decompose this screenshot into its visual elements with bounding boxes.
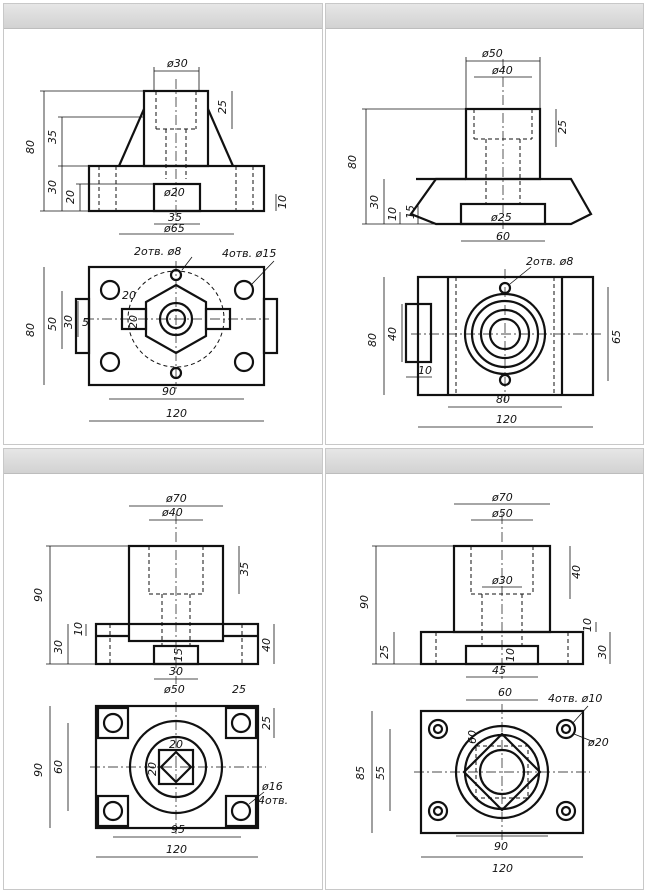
label-w-slot: 60	[496, 230, 510, 243]
label-t-flange: 10	[72, 622, 85, 636]
label-plan-holes: 4отв. ø10	[548, 692, 602, 705]
label-d-outer: ø50	[481, 47, 503, 60]
label-h-slot: 10	[504, 648, 517, 662]
label-d-hole: ø20	[163, 186, 185, 199]
panel-2: ø50 ø40 80 25 30 10 15 ø25 60	[325, 3, 644, 445]
label-plan-w-inner: 90	[494, 840, 508, 853]
label-plan-h-total: 85	[354, 766, 367, 780]
label-d-hole: ø25	[490, 211, 512, 224]
label-plan-h-total: 90	[32, 763, 45, 777]
drawing-2: ø50 ø40 80 25 30 10 15 ø25 60	[346, 47, 623, 428]
label-h-step: 20	[64, 190, 77, 204]
front-view-3: ø70 ø40 90 35 10 30 40 15 30 ø50 25	[32, 492, 275, 696]
label-h-step: 15	[404, 205, 417, 219]
label-h-right: 40	[260, 638, 273, 652]
label-plan-w-inner: 80	[496, 393, 510, 406]
label-t-base: 10	[276, 195, 289, 209]
label-plan-h-total: 80	[366, 333, 379, 347]
label-h-slot: 15	[172, 648, 185, 662]
label-plan-w-hole: 20	[127, 315, 140, 329]
plan-view-3: 90 60 25 20 20 ø16 4отв. 95 120	[32, 702, 288, 858]
panel-1-header	[4, 4, 322, 29]
label-plan-h-total: 80	[24, 323, 37, 337]
front-view-1: ø30 80 35 25 30 20 ø20 35 ø65 10	[24, 57, 289, 235]
label-holes-small: 2отв. ø8	[526, 255, 573, 268]
drawing-3: ø70 ø40 90 35 10 30 40 15 30 ø50 25	[32, 492, 288, 858]
label-plan-w-top: 60	[498, 686, 512, 699]
label-h-upper: 35	[46, 130, 59, 144]
label-plan-w-small: 5	[82, 316, 89, 329]
label-d-inner: ø40	[491, 64, 513, 77]
label-h-total: 80	[346, 155, 359, 169]
label-d-top: ø30	[166, 57, 188, 70]
label-plan-h-right: 65	[610, 330, 623, 344]
label-plan-h-tab: 40	[386, 327, 399, 341]
label-h-boss: 40	[570, 565, 583, 579]
label-h-boss: 25	[216, 100, 229, 114]
label-t-base: 10	[386, 207, 399, 221]
label-plan-d-ring: ø20	[587, 736, 609, 749]
plan-view-2: 2отв. ø8 40 80 65 10 80 120	[366, 255, 623, 428]
label-plan-w-total: 120	[166, 843, 187, 856]
label-d-base: ø65	[163, 222, 185, 235]
label-h-base: 30	[46, 180, 59, 194]
label-plan-w-small: 10	[418, 364, 432, 377]
label-t-right: 10	[581, 618, 594, 632]
label-d-inner: ø40	[161, 506, 183, 519]
label-h-boss: 35	[238, 562, 251, 576]
label-plan-h-sq: 20	[146, 762, 159, 776]
label-holes-large: 4отв. ø15	[222, 247, 276, 260]
panel-3-header	[4, 449, 322, 474]
label-d-outer: ø70	[165, 492, 187, 505]
label-holes-small: 2отв. ø8	[134, 245, 181, 258]
drawing-1: ø30 80 35 25 30 20 ø20 35 ø65 10	[24, 57, 289, 422]
label-plan-h-mid: 50	[46, 317, 59, 331]
panel-4: ø70 ø50 ø30 90 40 10 25 30 10 45	[325, 448, 644, 890]
label-d-ring: ø50	[163, 683, 185, 696]
front-view-4: ø70 ø50 ø30 90 40 10 25 30 10 45	[358, 491, 611, 679]
label-plan-holes-count: 4отв.	[258, 794, 288, 807]
label-h-total: 90	[358, 595, 371, 609]
front-view-2: ø50 ø40 80 25 30 10 15 ø25 60	[346, 47, 593, 243]
label-plan-w-total: 120	[166, 407, 187, 420]
label-plan-h-slot: 30	[62, 315, 75, 329]
label-w-corner: 25	[232, 683, 246, 696]
label-plan-w-total: 120	[492, 862, 513, 875]
label-plan-w-tab: 20	[122, 289, 136, 302]
label-w-slot: 30	[169, 665, 183, 678]
label-w-slot: 45	[492, 664, 506, 677]
label-plan-h-mid: 60	[52, 760, 65, 774]
plan-view-4: 60 4отв. ø10 60 ø20 85 55 90 120	[354, 686, 609, 875]
plan-view-1: 2отв. ø8 4отв. ø15 80 50 30 5 20 20 90 1…	[24, 245, 279, 422]
label-h-boss: 25	[556, 120, 569, 134]
drawing-4: ø70 ø50 ø30 90 40 10 25 30 10 45	[354, 491, 611, 875]
label-h-base: 30	[368, 195, 381, 209]
panel-3: ø70 ø40 90 35 10 30 40 15 30 ø50 25	[3, 448, 323, 890]
label-plan-h-corner: 25	[260, 716, 273, 730]
label-d-bore: ø30	[491, 574, 513, 587]
label-h-total: 90	[32, 588, 45, 602]
label-h-total: 80	[24, 140, 37, 154]
label-d-inner: ø50	[491, 507, 513, 520]
label-h-base: 30	[52, 640, 65, 654]
panel-4-header	[326, 449, 643, 474]
panel-2-header	[326, 4, 643, 29]
label-plan-w-inner: 95	[171, 823, 185, 836]
label-h-right: 30	[596, 645, 609, 659]
label-plan-w-inner: 90	[162, 385, 176, 398]
label-plan-w-sq: 20	[169, 738, 183, 751]
panel-1: ø30 80 35 25 30 20 ø20 35 ø65 10	[3, 3, 323, 445]
label-h-base: 25	[378, 645, 391, 659]
label-plan-w-total: 120	[496, 413, 517, 426]
label-plan-holes: ø16	[261, 780, 283, 793]
label-plan-h-mid: 55	[374, 766, 387, 780]
label-d-outer: ø70	[491, 491, 513, 504]
label-plan-w-tab: 60	[466, 730, 479, 744]
label-w-slot: 35	[168, 211, 182, 224]
